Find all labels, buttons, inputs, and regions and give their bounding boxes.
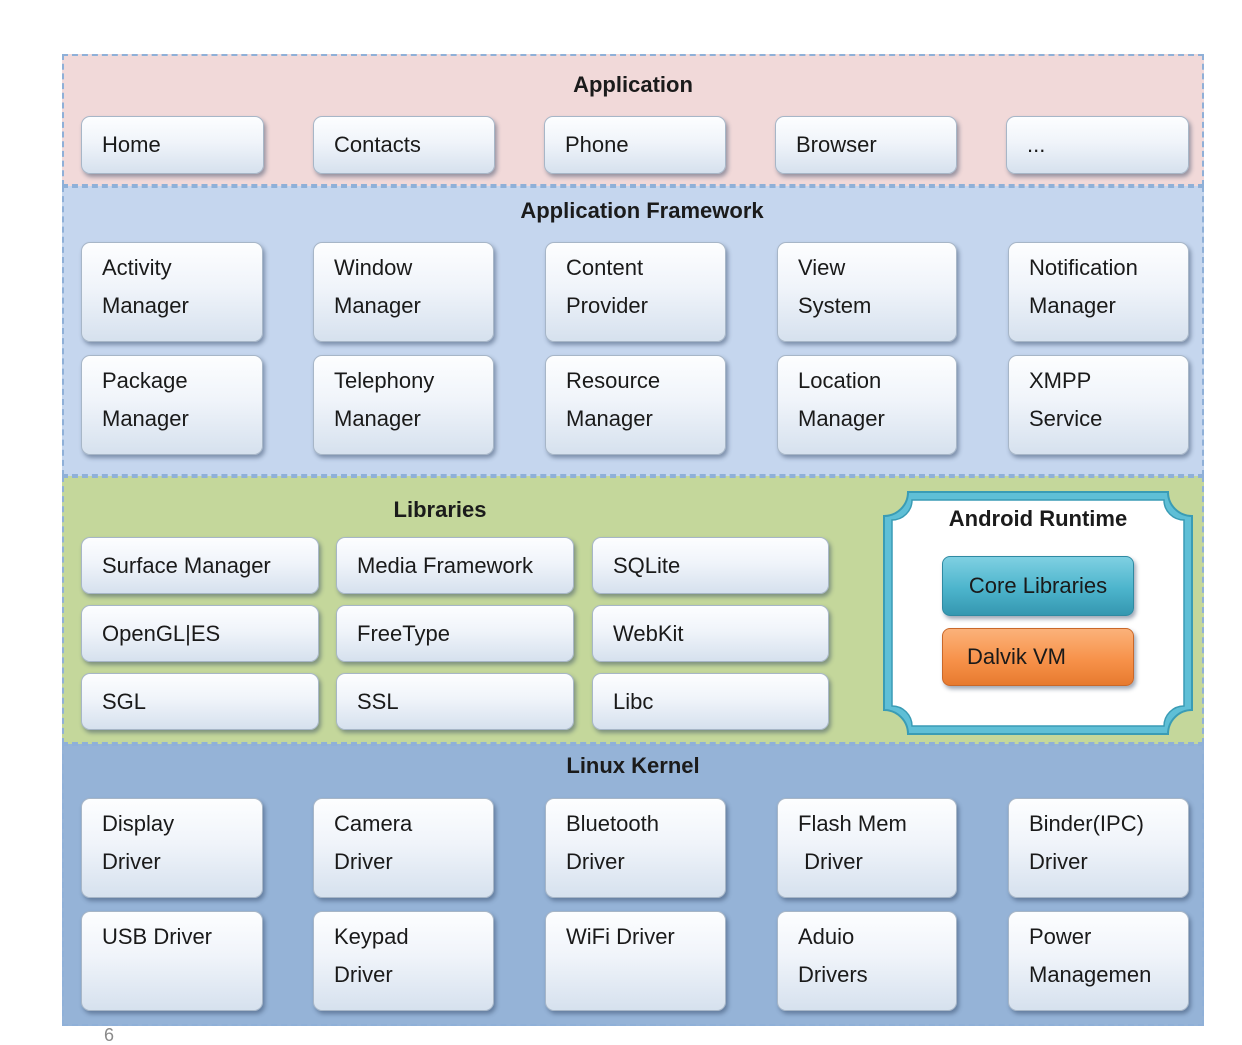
box-label: Browser — [796, 132, 877, 157]
app-box-home: Home — [81, 116, 264, 174]
box-label-line-1: USB Driver — [102, 924, 213, 949]
box-label-line-1: Aduio — [798, 924, 855, 949]
dalvik-vm-box: Dalvik VM — [942, 628, 1134, 686]
box-label: SSL — [357, 688, 399, 714]
box-label-line-1: Keypad — [334, 924, 409, 949]
box-label-line-2: Managemen — [1029, 962, 1152, 987]
box-label: OpenGL|ES — [102, 620, 221, 646]
box-label-line-1: View — [798, 255, 846, 280]
libraries-title: Libraries — [393, 497, 487, 522]
core-libraries-box: Core Libraries — [942, 556, 1134, 616]
box-label: Media Framework — [357, 552, 534, 578]
box-label: Contacts — [334, 132, 421, 157]
box-label-line-1: Package — [102, 368, 188, 393]
linux-kernel-title: Linux Kernel — [566, 753, 700, 778]
box-label: Libc — [613, 688, 654, 714]
box-label-line-2: Drivers — [798, 962, 868, 987]
box-label-line-1: Binder(IPC) — [1029, 811, 1144, 836]
box-label: Surface Manager — [102, 552, 271, 578]
box-label: SQLite — [613, 552, 681, 578]
framework-box-xmpp-service: XMPP Service — [1008, 355, 1189, 455]
box-label-line-2: Manager — [334, 293, 421, 318]
library-box-webkit: WebKit — [592, 605, 829, 662]
box-label-line-1: Telephony — [334, 368, 435, 393]
kernel-box-wifi-driver: WiFi Driver — [545, 911, 726, 1011]
box-label-line-2: Manager — [102, 406, 189, 431]
android-runtime-frame: Android Runtime Core Libraries Dalvik VM — [882, 490, 1194, 736]
library-box-surface-manager: Surface Manager — [81, 537, 319, 594]
box-label-line-1: Bluetooth — [566, 811, 659, 836]
library-box-opengl-es: OpenGL|ES — [81, 605, 319, 662]
box-label-line-2: System — [798, 293, 872, 318]
app-box-contacts: Contacts — [313, 116, 495, 174]
box-label-line-2: Provider — [566, 293, 648, 318]
box-label-line-1: Camera — [334, 811, 413, 836]
application-framework-title: Application Framework — [520, 198, 764, 223]
library-box-freetype: FreeType — [336, 605, 574, 662]
box-label-line-2: Manager — [102, 293, 189, 318]
box-label-line-1: Window — [334, 255, 413, 280]
box-label-line-1: Display — [102, 811, 175, 836]
box-label-line-2: Driver — [1029, 849, 1088, 874]
android-runtime-title: Android Runtime — [948, 506, 1128, 531]
application-title: Application — [573, 72, 693, 97]
app-box-browser: Browser — [775, 116, 957, 174]
app-box-phone: Phone — [544, 116, 726, 174]
box-label-line-1: Location — [798, 368, 882, 393]
box-label-line-2: Driver — [798, 849, 863, 874]
box-label: Home — [102, 132, 161, 157]
page-number: 6 — [104, 1025, 115, 1045]
library-box-ssl: SSL — [336, 673, 574, 730]
box-label: SGL — [102, 688, 147, 714]
box-label-line-1: Power — [1029, 924, 1092, 949]
box-label-line-1: Notification — [1029, 255, 1138, 280]
box-label-line-1: Flash Mem — [798, 811, 907, 836]
app-box-more: ... — [1006, 116, 1189, 174]
library-box-sqlite: SQLite — [592, 537, 829, 594]
kernel-box-usb-driver: USB Driver — [81, 911, 263, 1011]
box-label: WebKit — [613, 620, 684, 646]
box-label-line-2: Driver — [566, 849, 625, 874]
library-box-media-framework: Media Framework — [336, 537, 574, 594]
box-label-line-2: Driver — [334, 849, 393, 874]
box-label-line-2: Driver — [334, 962, 393, 987]
box-label: ... — [1027, 132, 1046, 157]
box-label: Phone — [565, 132, 629, 157]
kernel-box-flash-mem-driver: Flash Mem Driver — [777, 798, 957, 898]
box-label-line-2: Manager — [566, 406, 653, 431]
box-label: FreeType — [357, 620, 450, 646]
box-label-line-1: WiFi Driver — [566, 924, 675, 949]
box-label-line-2: Service — [1029, 406, 1103, 431]
box-label-line-1: Activity — [102, 255, 172, 280]
box-label-line-2: Manager — [334, 406, 421, 431]
box-label-line-2: Manager — [798, 406, 885, 431]
box-label-line-2: Driver — [102, 849, 161, 874]
box-label-line-1: XMPP — [1029, 368, 1092, 393]
library-box-libc: Libc — [592, 673, 829, 730]
box-label-line-1: Content — [566, 255, 644, 280]
library-box-sgl: SGL — [81, 673, 319, 730]
box-label-line-1: Resource — [566, 368, 661, 393]
kernel-box-binder-ipc-driver: Binder(IPC) Driver — [1008, 798, 1189, 898]
box-label-line-2: Manager — [1029, 293, 1116, 318]
